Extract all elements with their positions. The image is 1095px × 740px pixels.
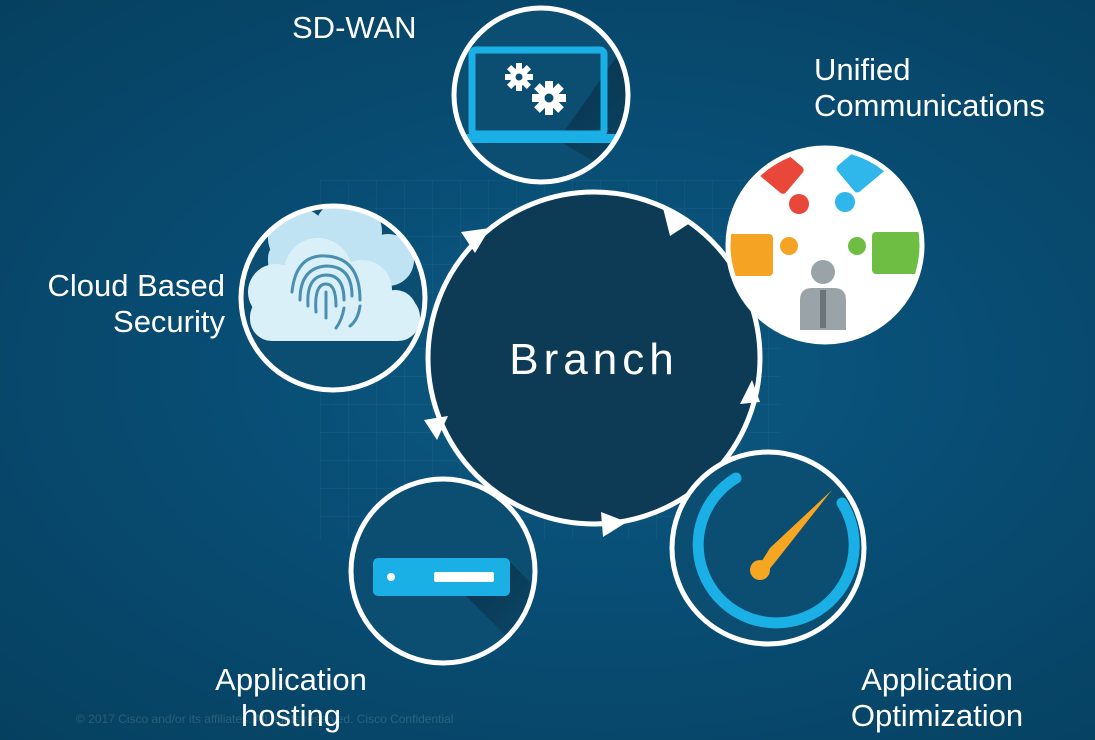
ring-arrow-bottom [601,512,627,537]
cloud-security-node [238,203,428,393]
application-hosting-node [348,476,538,666]
ring-arrow-left-bottom [424,416,448,440]
application-optimization-node [669,449,867,647]
sdwan-label: SD-WAN [292,10,417,45]
branch-center-label: Branch [509,335,679,384]
sdwan-node [451,5,631,185]
unified-communications-node [725,145,925,345]
speedometer-icon [692,472,860,629]
branch-center-circle [424,189,763,537]
laptop-gears-icon [460,46,628,182]
people-network-icon [728,148,922,330]
cloud-fingerprint-icon [248,206,420,341]
cloud-security-label: Cloud Based Security [47,268,225,339]
unified-communications-label: Unified Communications [814,52,1045,123]
copyright-footer: © 2017 Cisco and/or its affiliates. All … [76,712,454,726]
application-optimization-label: Application Optimization [850,662,1024,733]
ring-arrow-left-top [461,228,490,253]
application-hosting-label: Application hosting [215,662,367,733]
ring-arrow-top-right [663,208,690,236]
ring-arrow-right [740,380,760,404]
server-icon [373,558,535,650]
